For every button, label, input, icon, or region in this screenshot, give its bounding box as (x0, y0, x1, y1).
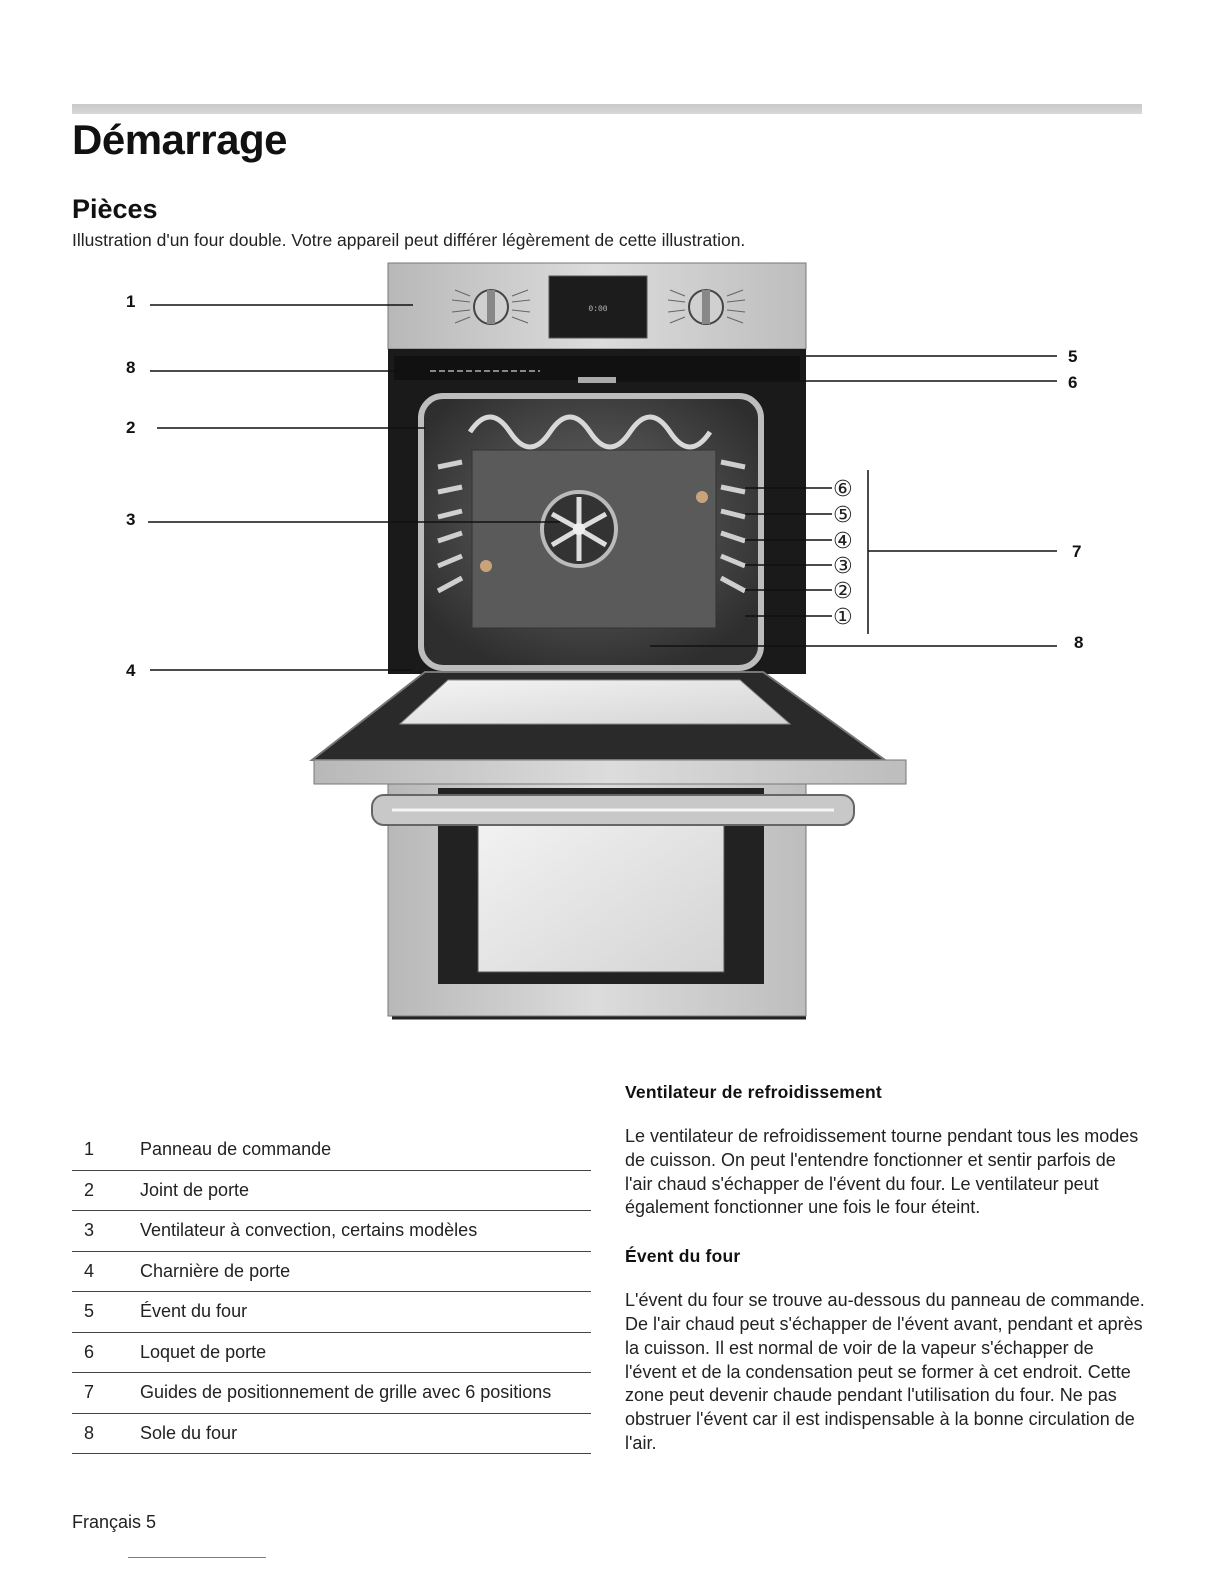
oven-illustration: 0:00 (126, 262, 1083, 1020)
svg-text:0:00: 0:00 (588, 305, 607, 314)
oven-vent-text: L'évent du four se trouve au-dessous du … (625, 1290, 1145, 1453)
part-label: Charnière de porte (140, 1251, 591, 1292)
part-label: Ventilateur à convection, certains modèl… (140, 1210, 591, 1252)
section-heading: Pièces (72, 194, 158, 224)
callout-1: 1 (126, 292, 135, 311)
part-label: Panneau de commande (140, 1130, 591, 1171)
part-label: Évent du four (140, 1291, 591, 1333)
rack-guides-left (436, 459, 464, 594)
cooling-fan-text: Le ventilateur de refroidissement tourne… (625, 1126, 1139, 1218)
page-title: Démarrage (72, 116, 287, 163)
callout-4: 4 (126, 661, 136, 680)
callout-2: 2 (126, 418, 135, 437)
rack-position-3: ③ (833, 554, 853, 579)
cooling-fan-heading: Ventilateur de refroidissement (625, 1082, 882, 1102)
leader-lines (148, 304, 1057, 671)
callout-7: 7 (1072, 542, 1081, 561)
part-label: Loquet de porte (140, 1332, 591, 1373)
rack-position-1: ① (833, 605, 853, 630)
callout-3: 3 (126, 510, 135, 529)
oven-vent-heading: Évent du four (625, 1246, 741, 1267)
heating-element (467, 414, 713, 450)
part-label: Guides de positionnement de grille avec … (140, 1372, 591, 1414)
footer-rule (128, 1557, 266, 1558)
header-rule (72, 104, 1142, 114)
rack-position-5: ⑤ (833, 503, 853, 528)
rack-position-4: ④ (833, 529, 853, 554)
rack-position-2: ② (833, 579, 853, 604)
display (548, 275, 648, 339)
part-label: Joint de porte (140, 1170, 591, 1211)
info-column: Ventilateur de refroidissement Le ventil… (625, 1082, 1145, 1456)
rack-position-6: ⑥ (833, 477, 853, 502)
callout-6: 6 (1068, 373, 1077, 392)
door-latch (578, 377, 616, 383)
callout-8-vent: 8 (126, 358, 135, 377)
rack-guides-right (719, 459, 747, 594)
callout-8-floor: 8 (1074, 633, 1083, 652)
callout-5: 5 (1068, 347, 1077, 366)
convection-fan (540, 490, 618, 568)
part-label: Sole du four (140, 1413, 591, 1454)
intro-text: Illustration d'un four double. Votre app… (72, 230, 746, 250)
right-knob (667, 289, 746, 325)
page-footer: Français 5 (72, 1512, 157, 1532)
left-knob (451, 289, 531, 325)
